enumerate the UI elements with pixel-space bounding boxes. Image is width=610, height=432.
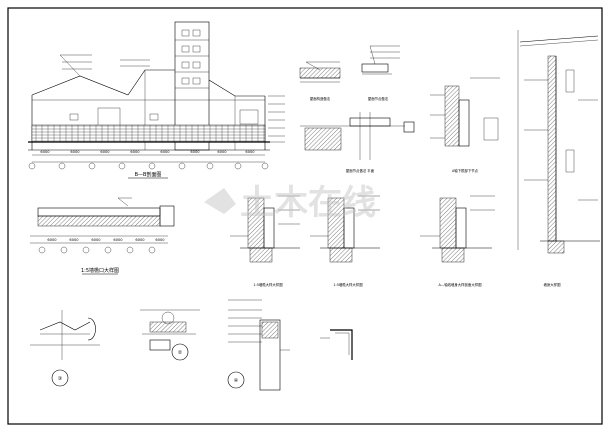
wall-detail-2 — [310, 195, 380, 263]
watermark: 土木在线 — [204, 183, 376, 223]
section-dim-1: 6000 — [40, 150, 50, 154]
section-dim-2: 6000 — [70, 150, 80, 154]
section-title: B—B剖面图 — [135, 171, 162, 178]
roof-detail-2-title: 屋面节点做法 — [368, 96, 389, 101]
wall-detail-1 — [230, 195, 300, 263]
eave-dim-2: 6000 — [69, 238, 79, 242]
wall-section-tall — [517, 30, 600, 254]
section-dim-4: 6000 — [130, 150, 140, 154]
section-axis-dimensions: 6000 6000 6000 6000 6000 6000 6000 6000 — [40, 150, 255, 154]
eave-dim-4: 6000 — [113, 238, 123, 242]
roof-node-plan-title: 屋面节点做法 平面 — [346, 168, 375, 173]
wall-detail-1-title: 1:5墙檐大样大样图 — [253, 282, 283, 287]
detail-marker-4-label: ④ — [234, 378, 239, 384]
detail-marker-2 — [171, 343, 189, 361]
detail-marker-2-label: ② — [178, 350, 183, 356]
detail-marker-1 — [51, 369, 69, 387]
eave-dim-3: 6000 — [91, 238, 101, 242]
wall-detail-3-title: A—轴线墙身大样剖面大样图 — [438, 282, 482, 287]
section-axis-circles — [28, 162, 269, 170]
section-dim-5: 6000 — [160, 150, 170, 154]
eave-axis-dimensions: 6000 6000 6000 6000 6000 6000 — [47, 238, 165, 242]
roof-detail-1 — [299, 61, 341, 83]
watermark-text: 土木在线 — [240, 183, 376, 223]
roof-detail-1-title: 屋面构造做法 — [310, 96, 331, 101]
wall-detail-2-title: 1:5墙檐大样大样图 — [333, 282, 363, 287]
node-detail-1 — [30, 310, 100, 360]
eave-axis-circles — [38, 246, 156, 254]
section-dim-3: 6000 — [100, 150, 110, 154]
node-detail-3 — [228, 299, 290, 391]
corner-detail — [320, 329, 353, 360]
detail-marker-4 — [227, 371, 245, 389]
section-dim-8: 6000 — [245, 150, 255, 154]
a-axis-node — [430, 77, 500, 147]
wall-section-title: 墙身大样图 — [544, 282, 562, 287]
detail-marker-1-label: ③ — [58, 376, 62, 382]
eave-dim-5: 6000 — [135, 238, 145, 242]
section-drawing — [28, 21, 285, 163]
wall-detail-3 — [420, 195, 495, 263]
sheet-border — [7, 7, 603, 425]
section-dim-6: 6000 — [190, 150, 200, 154]
eave-plan-title: 1:5墙檐口大样图 — [81, 267, 119, 274]
eave-dim-6: 6000 — [155, 238, 165, 242]
eave-plan-drawing — [30, 197, 175, 244]
roof-node-plan — [300, 112, 415, 160]
section-dim-7: 6000 — [217, 150, 227, 154]
a-axis-node-title: A轴下檐部下节点 — [452, 168, 479, 173]
roof-detail-2 — [361, 45, 400, 75]
eave-dim-1: 6000 — [47, 238, 57, 242]
node-detail-2 — [140, 309, 200, 351]
